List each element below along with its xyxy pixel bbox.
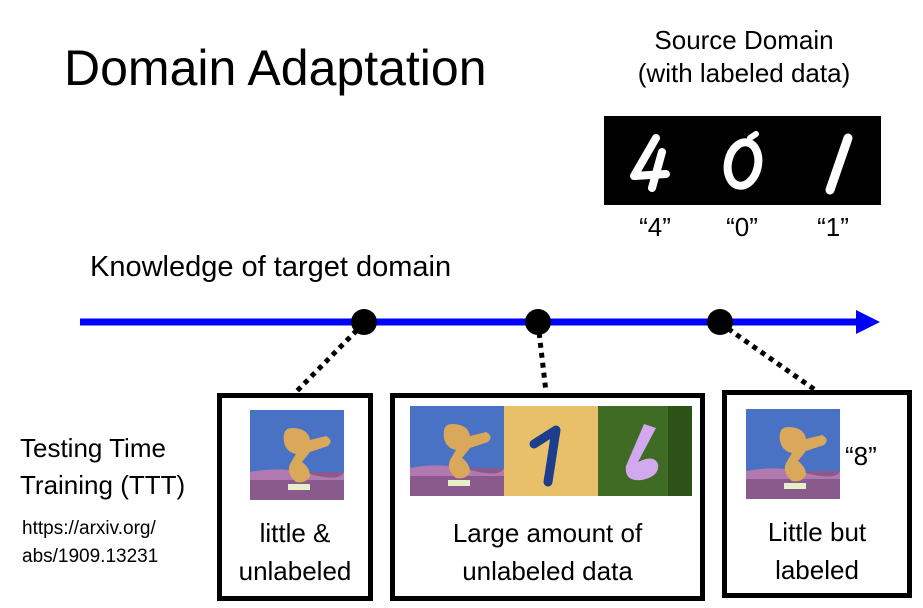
box-little-labeled: “8” Little but labeled xyxy=(722,390,912,598)
target-image-1 xyxy=(504,406,598,496)
page-title: Domain Adaptation xyxy=(64,40,487,96)
source-domain-heading: Source Domain (with labeled data) xyxy=(615,24,873,90)
box3-line1: Little but xyxy=(767,517,867,547)
ttt-line2: Training (TTT) xyxy=(20,470,186,500)
target-image-6 xyxy=(598,406,692,496)
label-8: “8” xyxy=(845,441,877,471)
box-little-unlabeled: little & unlabeled xyxy=(217,393,373,601)
axis-label: Knowledge of target domain xyxy=(90,251,452,283)
digit-0-image xyxy=(723,138,763,190)
connector-1 xyxy=(294,321,366,394)
source-label-0: “0” xyxy=(726,212,758,242)
ttt-link-line2[interactable]: abs/1909.13231 xyxy=(22,546,159,567)
box1-caption: little & unlabeled xyxy=(222,514,368,590)
source-label-1: “1” xyxy=(817,212,849,242)
mnist-digits-graphic xyxy=(630,131,853,195)
axis-arrowhead xyxy=(856,310,880,334)
source-digit-images xyxy=(604,116,881,205)
source-domain-line1: Source Domain xyxy=(654,25,834,55)
connector-3 xyxy=(718,320,820,395)
target-image-8 xyxy=(746,409,840,499)
source-label-4: “4” xyxy=(639,212,671,242)
box-large-unlabeled: Large amount of unlabeled data xyxy=(390,393,705,601)
axis-point-3 xyxy=(707,309,733,335)
digit-4-image xyxy=(630,134,670,192)
ttt-label: Testing Time Training (TTT) xyxy=(20,430,185,504)
box3-caption: Little but labeled xyxy=(727,513,907,589)
box2-line2: unlabeled data xyxy=(462,556,633,586)
axis-point-1 xyxy=(351,309,377,335)
box1-line1: little & xyxy=(259,518,331,548)
box2-line1: Large amount of xyxy=(452,518,643,548)
ttt-reference-link[interactable]: https://arxiv.org/ abs/1909.13231 xyxy=(22,515,158,571)
box2-caption: Large amount of unlabeled data xyxy=(395,514,700,590)
box1-line2: unlabeled xyxy=(238,556,352,586)
source-domain-line2: (with labeled data) xyxy=(637,58,851,88)
axis-point-2 xyxy=(525,309,551,335)
ttt-line1: Testing Time xyxy=(20,433,166,463)
target-image-8 xyxy=(250,410,344,500)
target-image-8 xyxy=(410,406,504,496)
box3-line2: labeled xyxy=(775,555,859,585)
digit-1-image xyxy=(825,133,853,195)
ttt-link-line1[interactable]: https://arxiv.org/ xyxy=(22,518,156,539)
